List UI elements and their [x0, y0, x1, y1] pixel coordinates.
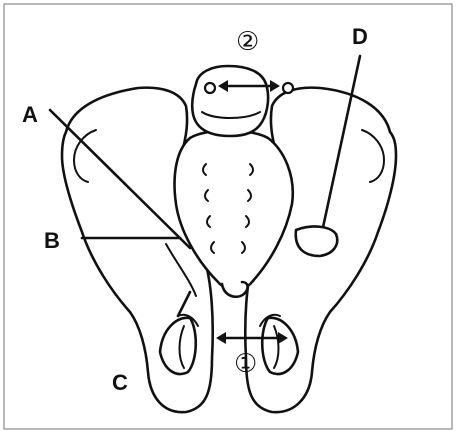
label-b: B [44, 228, 60, 253]
left-hip-bone [62, 88, 213, 413]
label-a: A [22, 102, 38, 127]
left-foramen-circle [205, 83, 215, 93]
marker-pelvic-inlet: ② [236, 27, 259, 57]
label-c: C [112, 370, 128, 395]
right-foramen-circle [283, 83, 293, 93]
marker-pelvic-outlet: ① [234, 349, 257, 379]
sacroiliac-tab-right [296, 227, 337, 256]
label-d: D [352, 24, 368, 49]
